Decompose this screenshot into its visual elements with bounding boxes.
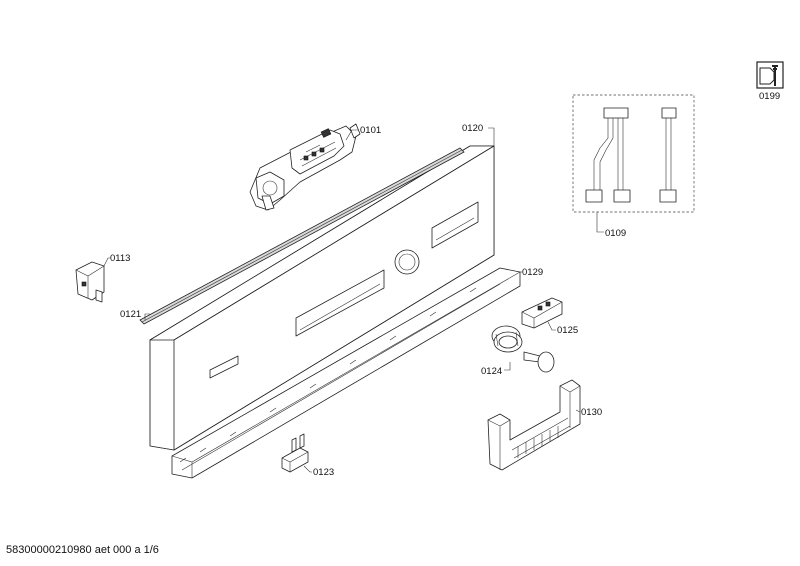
part-0101-control-module[interactable]: [249, 123, 361, 211]
label-0121: 0121: [120, 309, 141, 320]
label-0129: 0129: [522, 267, 543, 278]
part-0123-clip[interactable]: [281, 433, 309, 473]
part-0130-bracket[interactable]: [487, 379, 581, 471]
label-0124: 0124: [481, 366, 502, 377]
part-0113-clip[interactable]: [75, 261, 105, 303]
part-0109-cable-harness[interactable]: [572, 94, 695, 213]
label-0123: 0123: [313, 467, 334, 478]
part-0121-seal-strip[interactable]: [139, 147, 465, 325]
part-0120-front-panel[interactable]: [149, 145, 495, 451]
label-0125: 0125: [557, 325, 578, 336]
label-0101: 0101: [360, 125, 381, 136]
document-id: 58300000210980 aet 000 a 1/6: [6, 544, 159, 556]
part-0125-connector[interactable]: [521, 297, 563, 329]
label-0113: 0113: [110, 253, 130, 264]
part-0129-trim-strip[interactable]: [171, 267, 521, 479]
service-tool-icon[interactable]: [756, 61, 784, 89]
part-0124-knob[interactable]: [491, 325, 555, 373]
label-0109: 0109: [605, 228, 626, 239]
label-0199: 0199: [759, 91, 780, 102]
label-0130: 0130: [581, 407, 602, 418]
label-0120: 0120: [462, 123, 483, 134]
